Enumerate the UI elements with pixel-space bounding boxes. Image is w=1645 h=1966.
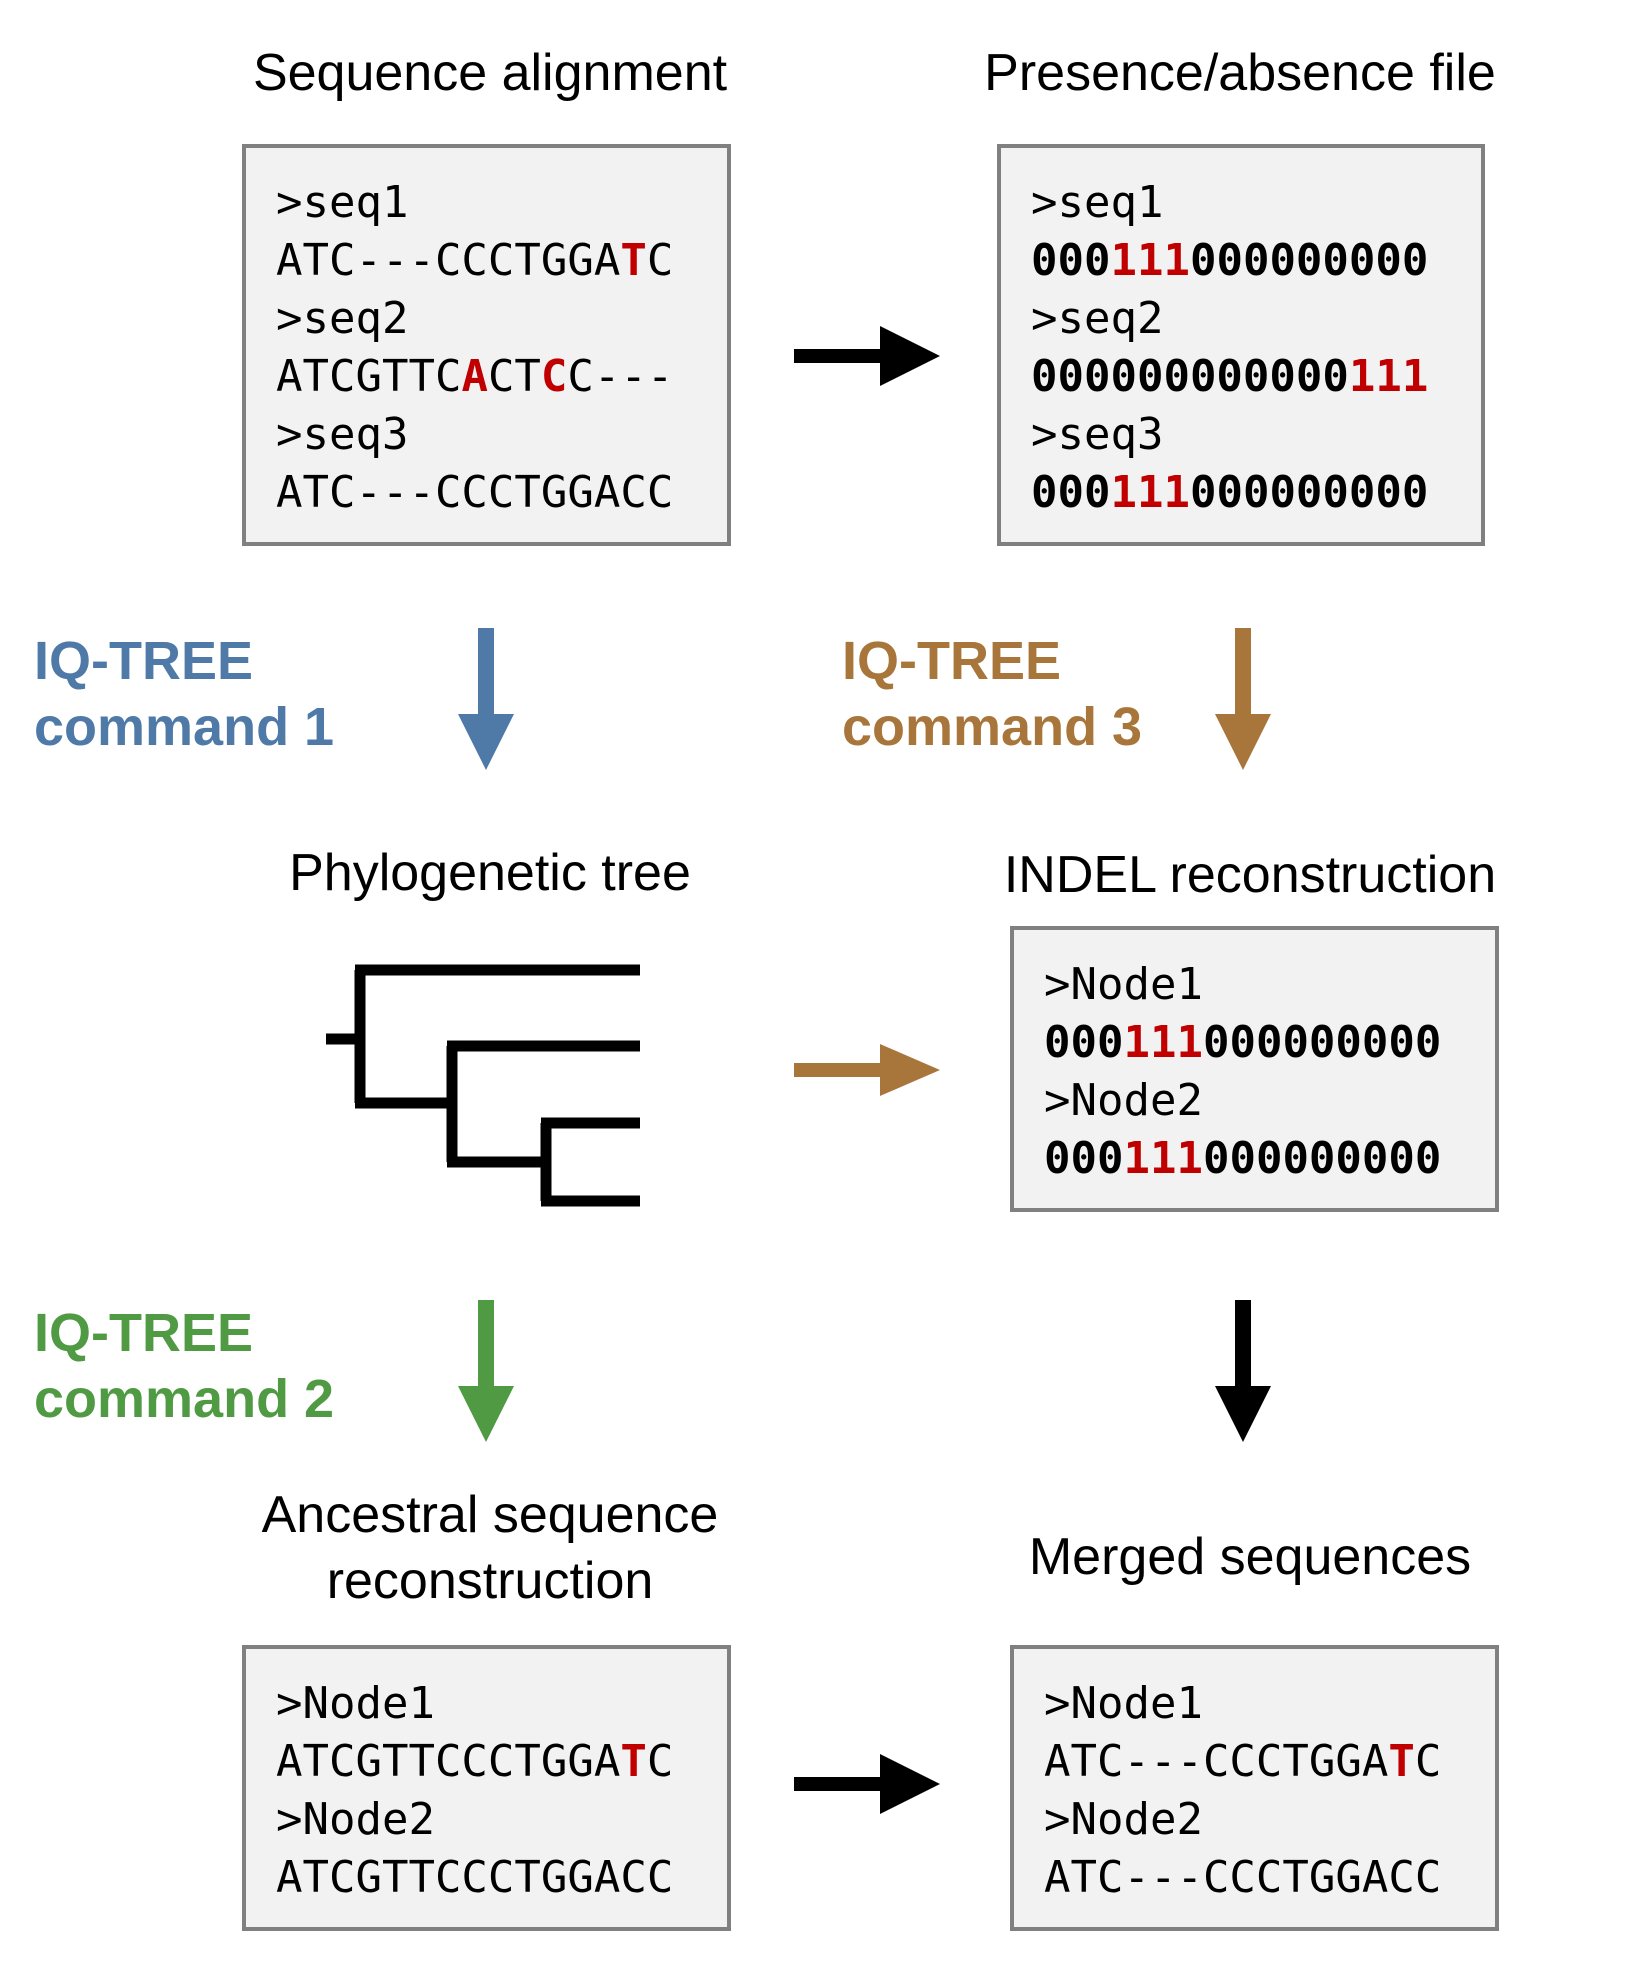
sequence-line: ATCGTTCCCTGGATC (276, 1733, 727, 1791)
sequence-characters: 000000000000 (1031, 351, 1349, 402)
down-arrow-indel-to-merged (1215, 1300, 1271, 1442)
sequence-characters: C (1414, 1736, 1442, 1787)
ancestral-reconstruction-title-line1: Ancestral sequence (261, 1486, 719, 1544)
down-arrow-command-1 (458, 628, 514, 770)
sequence-header: >Node2 (1044, 1072, 1495, 1130)
highlighted-characters: 111 (1110, 467, 1190, 518)
sequence-characters: ATC---CCCTGGA (276, 235, 621, 286)
sequence-line: ATCGTTCACTCC--- (276, 348, 727, 406)
sequence-line: ATC---CCCTGGATC (276, 232, 727, 290)
sequence-characters: C (646, 235, 674, 286)
sequence-characters: >Node1 (276, 1678, 435, 1729)
sequence-header: >Node2 (1044, 1791, 1495, 1849)
sequence-characters: ATC---CCCTGGACC (1044, 1852, 1442, 1903)
sequence-characters: ATC---CCCTGGACC (276, 467, 674, 518)
indel-reconstruction-title: INDEL reconstruction (1003, 846, 1497, 904)
right-arrow-ancestral-to-merged (794, 1754, 940, 1814)
sequence-characters: 000 (1044, 1133, 1124, 1184)
merged-sequences-title: Merged sequences (1028, 1528, 1472, 1586)
sequence-line: 000111000000000 (1044, 1014, 1495, 1072)
iqtree-command-3-label: IQ-TREE command 3 (842, 628, 1142, 760)
sequence-line: ATCGTTCCCTGGACC (276, 1849, 727, 1907)
sequence-characters: 000000000 (1189, 467, 1429, 518)
sequence-header: >seq1 (276, 174, 727, 232)
highlighted-characters: 111 (1348, 351, 1429, 402)
sequence-characters: 000000000 (1202, 1133, 1442, 1184)
sequence-characters: C--- (567, 351, 674, 402)
command-3-line1: IQ-TREE (842, 631, 1062, 691)
sequence-characters: 000000000 (1202, 1017, 1442, 1068)
sequence-line: 000111000000000 (1031, 464, 1481, 522)
command-1-line1: IQ-TREE (34, 631, 254, 691)
phylogenetic-tree-icon (326, 964, 640, 1207)
sequence-characters: 000 (1031, 467, 1111, 518)
command-2-line1: IQ-TREE (34, 1303, 254, 1363)
presence-absence-title: Presence/absence file (984, 44, 1496, 102)
highlighted-characters: A (461, 351, 488, 402)
sequence-characters: >seq2 (276, 293, 409, 344)
sequence-characters: >Node2 (276, 1794, 435, 1845)
highlighted-characters: T (1388, 1736, 1415, 1787)
sequence-characters: >seq2 (1031, 293, 1164, 344)
sequence-characters: C (646, 1736, 674, 1787)
sequence-header: >seq3 (276, 406, 727, 464)
highlighted-characters: T (620, 235, 647, 286)
sequence-header: >Node1 (1044, 1675, 1495, 1733)
sequence-characters: ATCGTTCCCTGGA (276, 1736, 621, 1787)
sequence-header: >seq1 (1031, 174, 1481, 232)
sequence-characters: ATCGTTCCCTGGACC (276, 1852, 674, 1903)
ancestral-reconstruction-title-line2: reconstruction (326, 1552, 654, 1610)
highlighted-characters: 111 (1110, 235, 1190, 286)
sequence-characters: 000 (1031, 235, 1111, 286)
sequence-characters: >Node2 (1044, 1794, 1203, 1845)
command-3-line2: command 3 (842, 697, 1143, 757)
sequence-characters: >seq3 (1031, 409, 1164, 460)
sequence-line: 000111000000000 (1031, 232, 1481, 290)
sequence-characters: 000000000 (1189, 235, 1429, 286)
sequence-line: ATC---CCCTGGACC (1044, 1849, 1495, 1907)
sequence-characters: 000 (1044, 1017, 1124, 1068)
command-2-line2: command 2 (34, 1369, 335, 1429)
sequence-line: 000000000000111 (1031, 348, 1481, 406)
sequence-characters: ATCGTTC (276, 351, 462, 402)
sequence-alignment-title: Sequence alignment (252, 44, 728, 102)
iqtree-command-1-label: IQ-TREE command 1 (34, 628, 334, 760)
sequence-header: >seq2 (1031, 290, 1481, 348)
sequence-characters: >seq1 (1031, 177, 1164, 228)
phylogenetic-tree-title: Phylogenetic tree (289, 844, 691, 902)
highlighted-characters: 111 (1123, 1133, 1203, 1184)
sequence-header: >seq2 (276, 290, 727, 348)
sequence-header: >Node2 (276, 1791, 727, 1849)
right-arrow-tree-to-indel (794, 1044, 940, 1096)
sequence-header: >Node1 (1044, 956, 1495, 1014)
sequence-line: ATC---CCCTGGACC (276, 464, 727, 522)
sequence-characters: >seq1 (276, 177, 409, 228)
down-arrow-command-2 (458, 1300, 514, 1442)
sequence-characters: CT (487, 351, 541, 402)
down-arrow-command-3 (1215, 628, 1271, 770)
iqtree-command-2-label: IQ-TREE command 2 (34, 1300, 334, 1432)
sequence-line: ATC---CCCTGGATC (1044, 1733, 1495, 1791)
sequence-characters: >Node2 (1044, 1075, 1203, 1126)
highlighted-characters: C (540, 351, 568, 402)
sequence-characters: >seq3 (276, 409, 409, 460)
sequence-characters: >Node1 (1044, 1678, 1203, 1729)
sequence-header: >Node1 (276, 1675, 727, 1733)
sequence-characters: ATC---CCCTGGA (1044, 1736, 1389, 1787)
right-arrow-alignment-to-presence (794, 326, 940, 386)
sequence-header: >seq3 (1031, 406, 1481, 464)
sequence-line: 000111000000000 (1044, 1130, 1495, 1188)
highlighted-characters: 111 (1123, 1017, 1203, 1068)
command-1-line2: command 1 (34, 697, 335, 757)
highlighted-characters: T (620, 1736, 647, 1787)
sequence-characters: >Node1 (1044, 959, 1203, 1010)
